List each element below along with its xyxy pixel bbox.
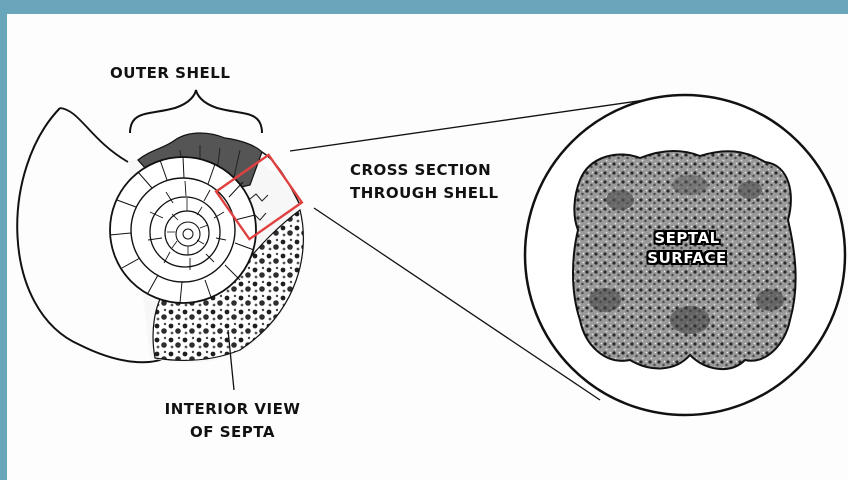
shell-lip: [60, 108, 128, 162]
interior-view-label-2: OF SEPTA: [160, 421, 305, 443]
outer-shell-label: OUTER SHELL: [110, 62, 230, 84]
cross-section-label-2: THROUGH SHELL: [350, 182, 499, 204]
septal-surface-label: SEPTAL SURFACE: [632, 228, 742, 268]
cross-section-label-1: CROSS SECTION: [350, 159, 491, 181]
outer-shell-bracket: [130, 90, 262, 133]
interior-view-label-1: INTERIOR VIEW: [160, 398, 305, 420]
septal-label-line2: SURFACE: [632, 248, 742, 268]
septal-label-line1: SEPTAL: [632, 228, 742, 248]
